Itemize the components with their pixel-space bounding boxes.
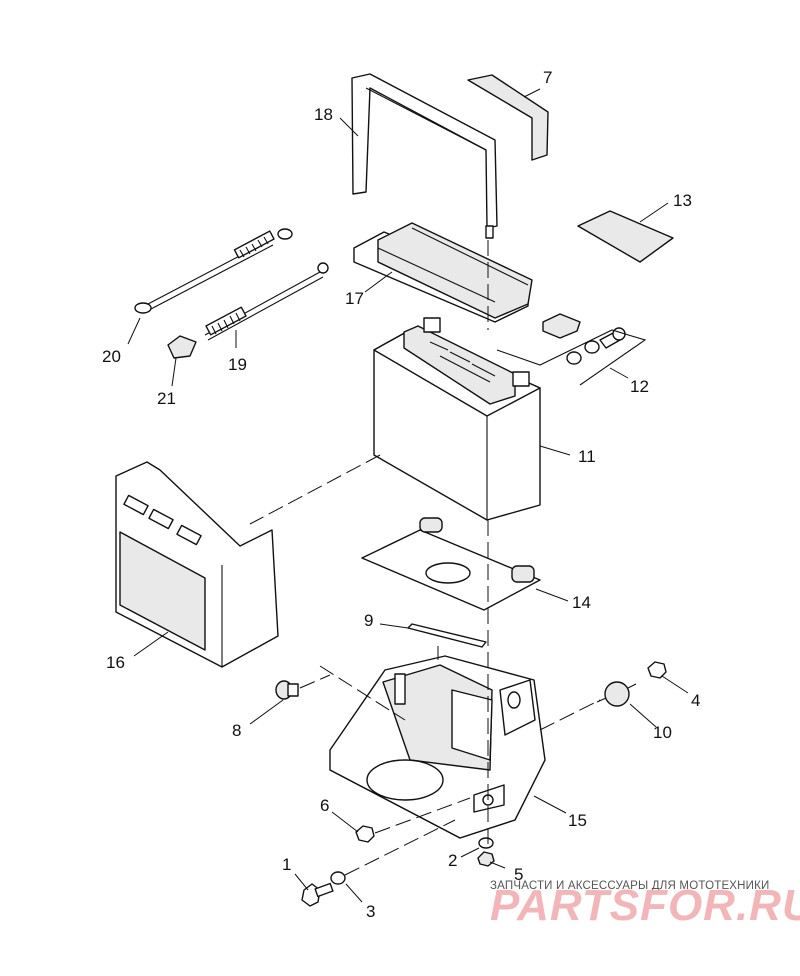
battery: [373, 317, 541, 521]
mount-stud: [275, 680, 299, 700]
callout-6: 6: [320, 796, 329, 815]
callout-16: 16: [106, 653, 125, 672]
callout-20: 20: [102, 347, 121, 366]
callout-14: 14: [572, 593, 591, 612]
callout-7: 7: [543, 68, 552, 87]
terminal-hardware: [496, 313, 647, 386]
callout-18: 18: [314, 105, 333, 124]
bolt: [301, 882, 334, 907]
hold-down-strap: [351, 73, 498, 239]
washer-2: [478, 837, 494, 849]
callout-5: 5: [514, 865, 523, 884]
callout-12: 12: [630, 377, 649, 396]
nut-5: [477, 851, 495, 867]
callout-8: 8: [232, 721, 241, 740]
callout-11: 11: [578, 447, 596, 466]
battery-cable-positive: [167, 262, 329, 359]
battery-pad: [361, 517, 541, 611]
label-strip: [467, 74, 549, 161]
callout-17: 17: [345, 289, 364, 308]
callout-1: 1: [282, 855, 291, 874]
battery-cable-negative: [134, 228, 293, 314]
callout-15: 15: [568, 811, 587, 830]
callout-labels: 1 2 3 4 5 6 7 8 9 10 11 12 13 14 15 16 1…: [102, 68, 700, 921]
leader-lines: [127, 88, 689, 903]
rubber-mount: [596, 681, 637, 707]
rod: [407, 623, 487, 648]
battery-side-cover: [115, 461, 279, 668]
alignment-lines: [249, 240, 601, 876]
nut-4: [647, 661, 667, 679]
nut-6: [355, 825, 375, 843]
callout-4: 4: [691, 691, 700, 710]
callout-2: 2: [448, 851, 457, 870]
battery-top-cover: [353, 222, 533, 323]
callout-13: 13: [673, 191, 692, 210]
watermark: ЗАПЧАСТИ И АКСЕССУАРЫ ДЛЯ МОТОТЕХНИКИ PA…: [490, 880, 800, 930]
callout-21: 21: [157, 389, 176, 408]
watermark-tagline: ЗАПЧАСТИ И АКСЕССУАРЫ ДЛЯ МОТОТЕХНИКИ: [490, 880, 770, 892]
battery-tray: [329, 655, 546, 839]
callout-10: 10: [653, 723, 672, 742]
callout-19: 19: [228, 355, 247, 374]
watermark-brand: PARTSFOR.RU: [490, 881, 800, 930]
washer-3: [330, 871, 346, 885]
callout-3: 3: [366, 902, 375, 921]
callout-9: 9: [364, 611, 373, 630]
battery-label: [577, 210, 674, 263]
